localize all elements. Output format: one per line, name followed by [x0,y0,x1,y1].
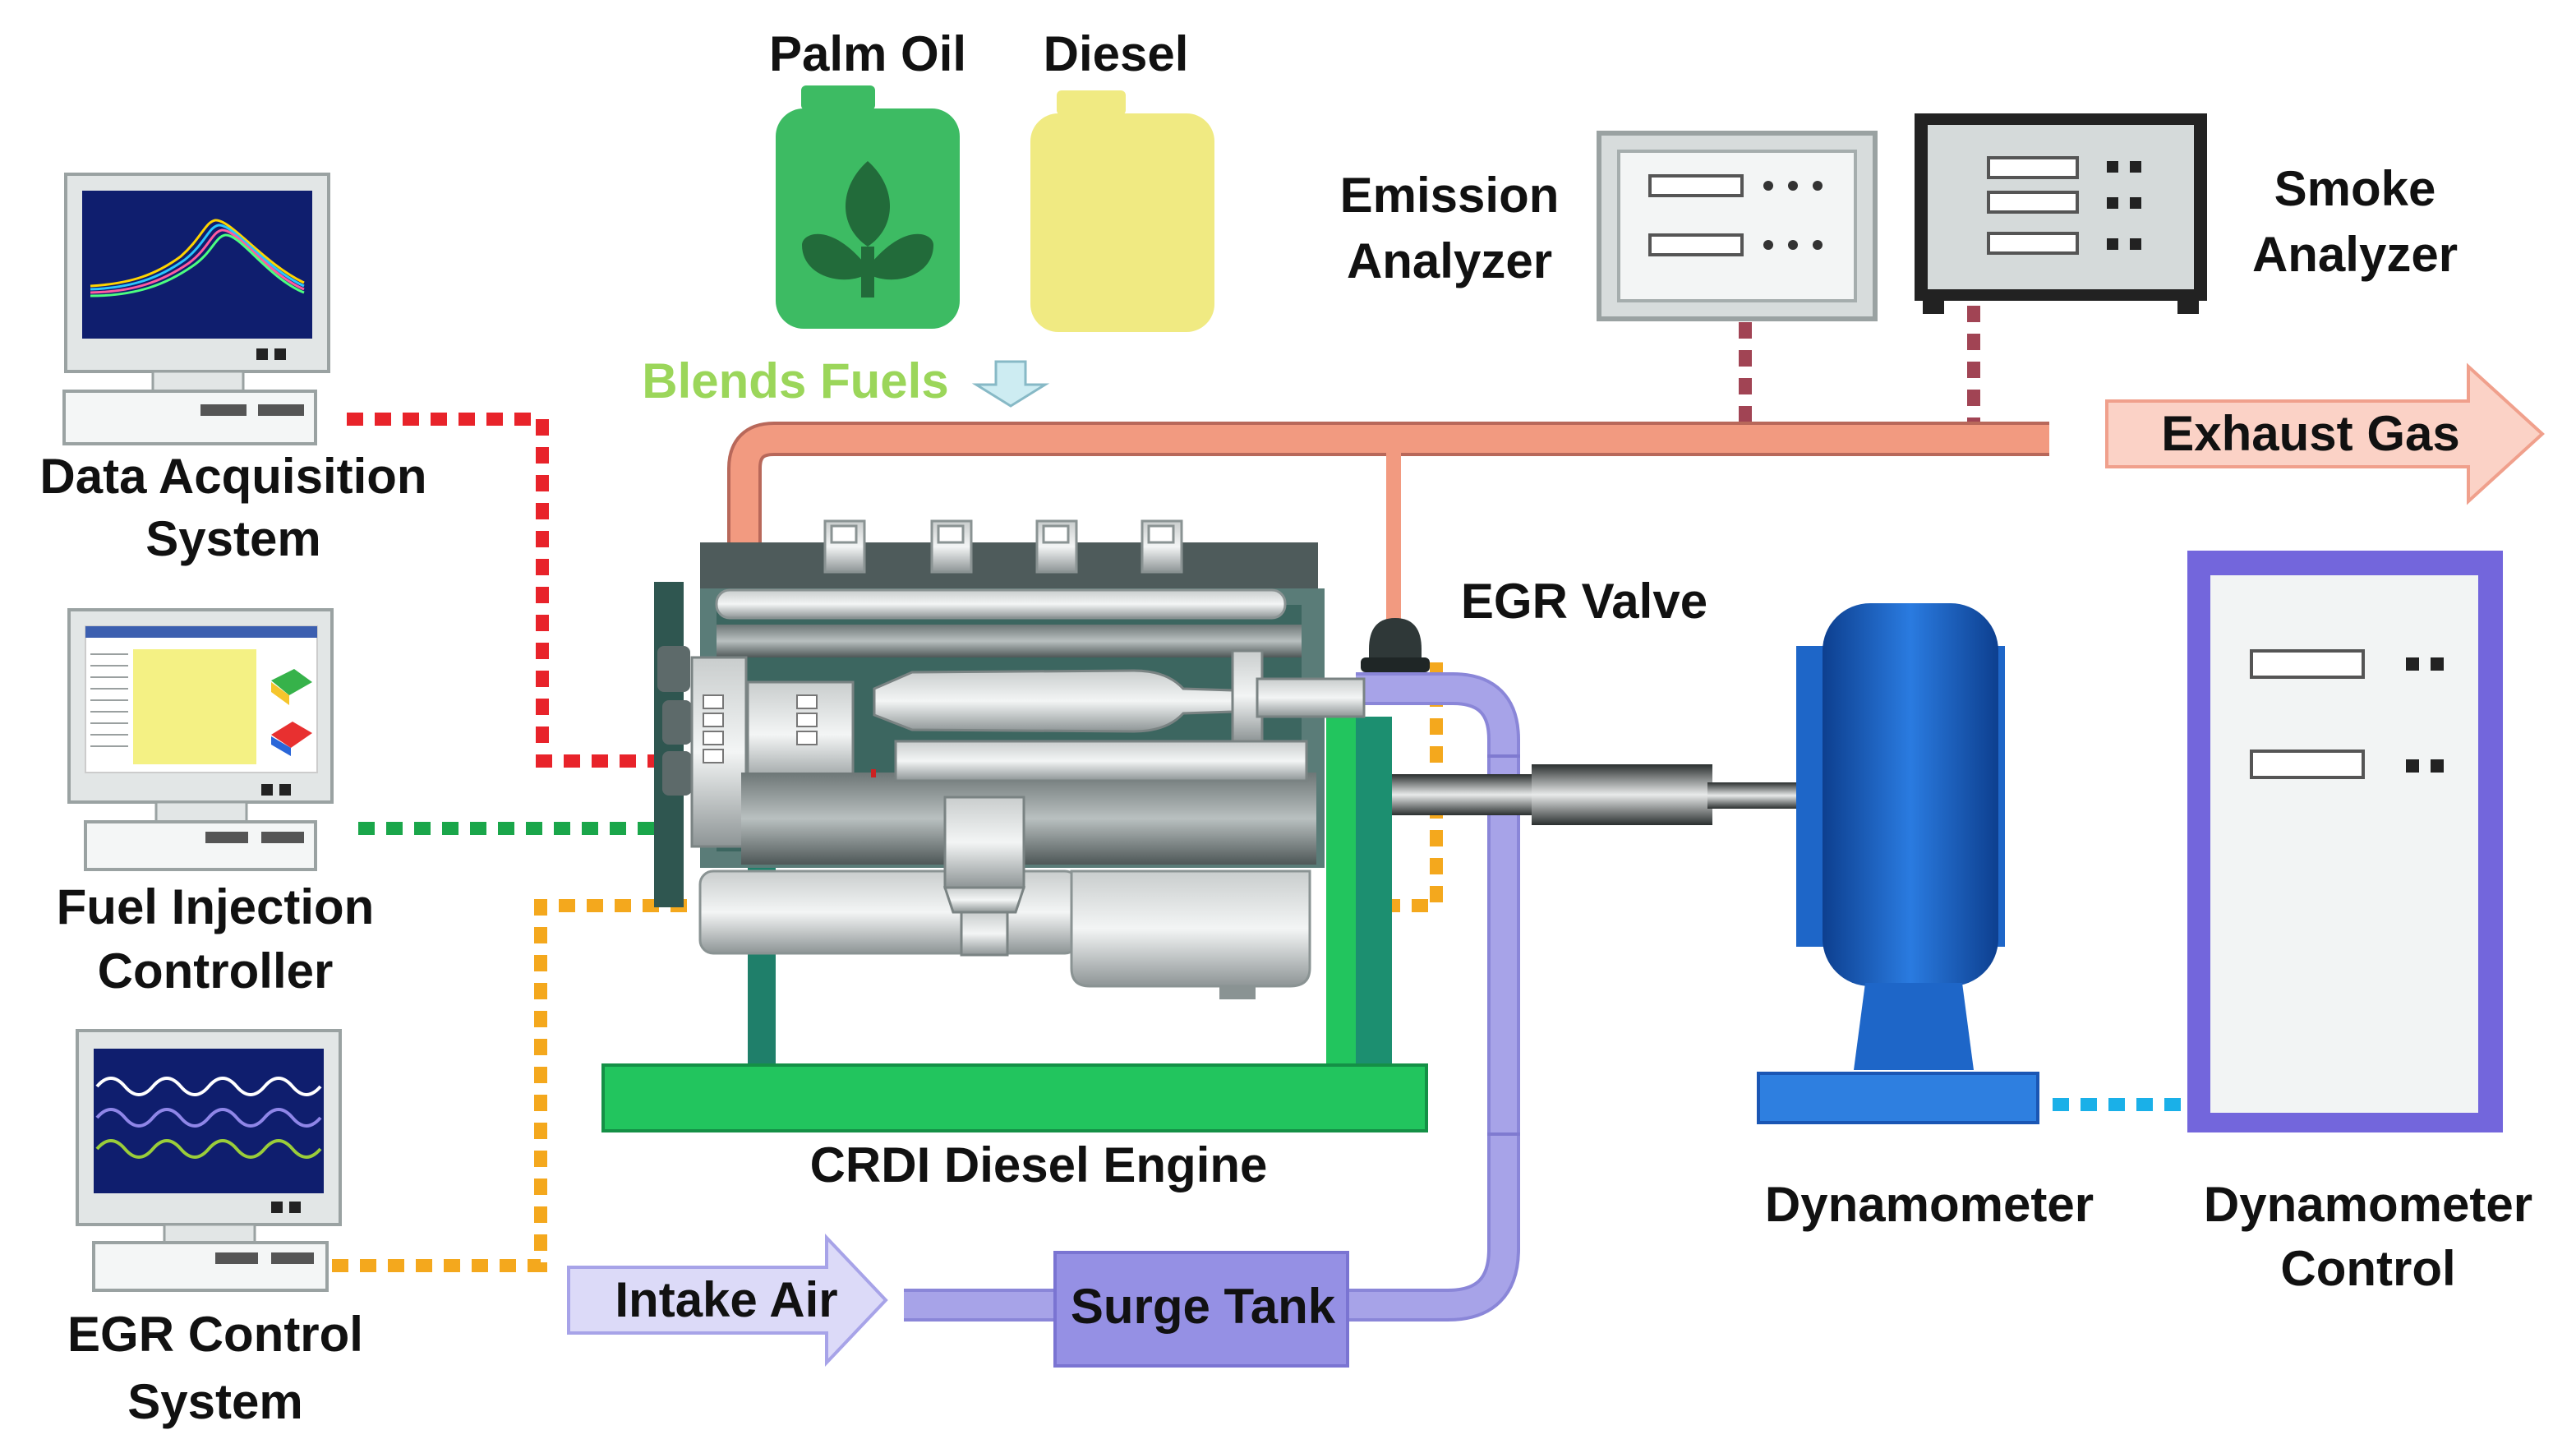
emission-analyzer-label-line1: Emission [1340,168,1560,223]
surge-tank-label: Surge Tank [1071,1279,1336,1334]
diesel-can [1030,90,1214,332]
egr-valve-label: EGR Valve [1461,574,1707,629]
blends-down-arrow [971,360,1050,408]
data-acquisition-label-line1: Data Acquisition [39,449,426,504]
data-acquisition-label-line2: System [145,511,320,566]
smoke-analyzer-device [1915,113,2207,314]
fuel-injection-label-line1: Fuel Injection [57,879,375,934]
palm-oil-label: Palm Oil [769,26,966,81]
fuel-injection-computer [67,608,334,871]
egr-control-label-line1: EGR Control [67,1307,363,1362]
emission-analyzer-device [1597,131,1878,321]
intake-air-label: Intake Air [615,1272,837,1327]
fuel-injection-label-line2: Controller [98,943,334,999]
dynamometer-device [1757,603,2039,1124]
dynamometer-control-label-line1: Dynamometer [2204,1177,2532,1232]
exhaust-gas-arrow [2105,362,2545,505]
analyzer-sampling-links [1739,306,1980,424]
diesel-label: Diesel [1044,26,1189,81]
egr-control-label-line2: System [127,1374,302,1429]
drive-shaft [1392,764,1800,825]
smoke-analyzer-label-line2: Analyzer [2252,227,2458,282]
surge-tank [1053,1251,1349,1368]
dynamometer-label: Dynamometer [1765,1177,2094,1232]
daq-signal-link [347,413,657,768]
smoke-analyzer-label-line1: Smoke [2274,161,2436,216]
exhaust-gas-label: Exhaust Gas [2161,406,2460,461]
leaf-icon [802,161,933,298]
crdi-diesel-engine [601,519,1430,1132]
intake-air-arrow [567,1233,888,1368]
data-acquisition-computer [62,173,330,445]
blends-fuels-label: Blends Fuels [642,353,948,408]
dynamometer-control-label-line2: Control [2280,1241,2455,1296]
exhaust-pipe [727,422,2049,625]
crdi-engine-label: CRDI Diesel Engine [810,1137,1268,1192]
intake-pipe [904,672,1520,1322]
emission-analyzer-label-line2: Analyzer [1347,233,1552,288]
egr-control-computer [76,1029,342,1292]
palm-oil-can [776,85,960,329]
dynamometer-control-cabinet [2187,551,2503,1132]
